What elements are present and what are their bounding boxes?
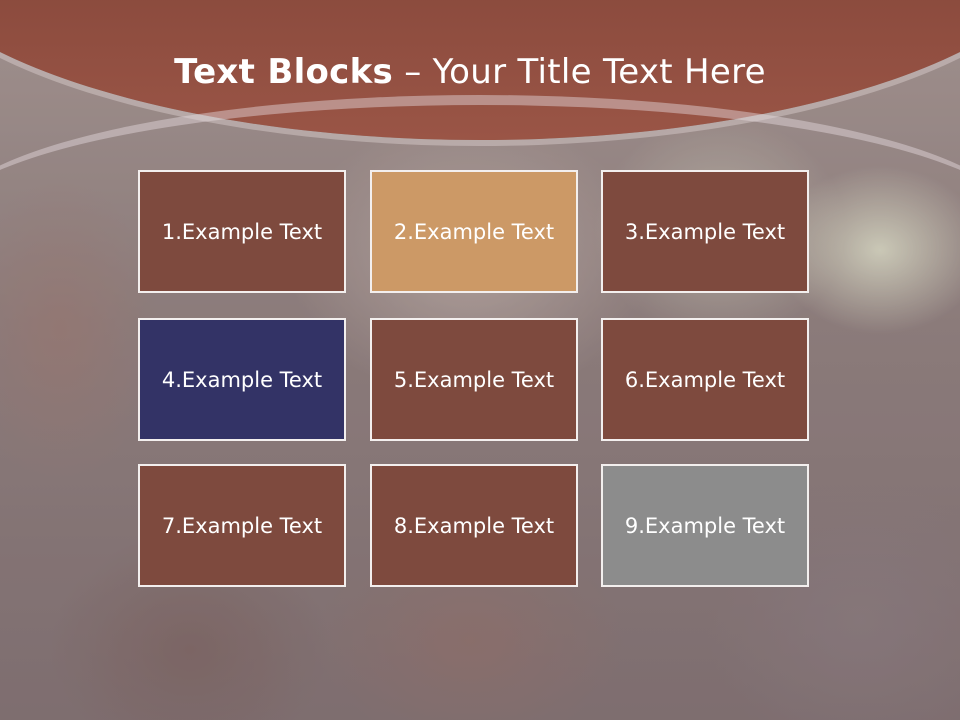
text-block-grid: 1.Example Text 2.Example Text 3.Example … [138, 170, 816, 594]
text-block-5[interactable]: 5.Example Text [370, 318, 578, 441]
text-block-6[interactable]: 6.Example Text [601, 318, 809, 441]
text-block-1[interactable]: 1.Example Text [138, 170, 346, 293]
title-separator: – [393, 52, 433, 92]
title-bold: Text Blocks [174, 52, 394, 92]
banner-curve-highlight [0, 95, 960, 225]
text-block-8[interactable]: 8.Example Text [370, 464, 578, 587]
text-block-7[interactable]: 7.Example Text [138, 464, 346, 587]
text-block-9[interactable]: 9.Example Text [601, 464, 809, 587]
text-block-2[interactable]: 2.Example Text [370, 170, 578, 293]
slide-title: Text Blocks – Your Title Text Here [0, 52, 940, 92]
title-rest: Your Title Text Here [432, 52, 766, 92]
text-block-3[interactable]: 3.Example Text [601, 170, 809, 293]
text-block-4[interactable]: 4.Example Text [138, 318, 346, 441]
